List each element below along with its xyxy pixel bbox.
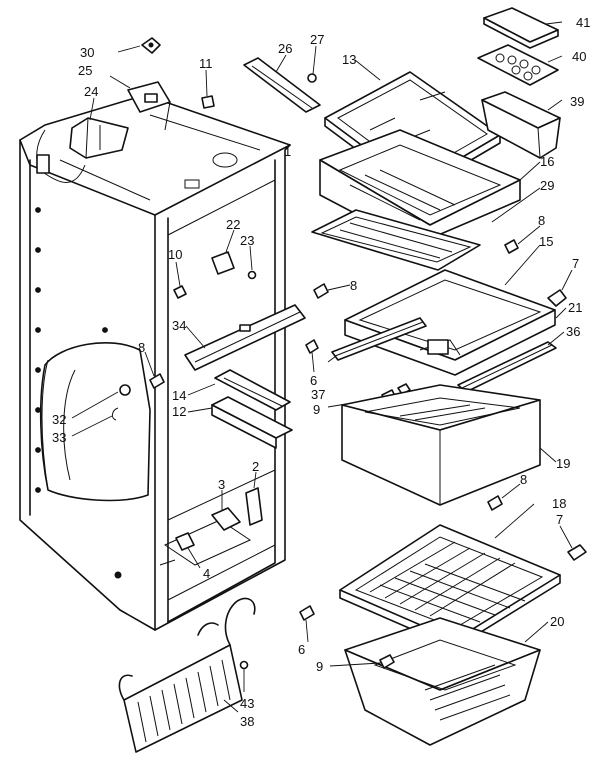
lbl-29: 29 [540, 178, 554, 193]
lbl-39: 39 [570, 94, 584, 109]
part-19-crisper [341, 384, 557, 506]
part-24-control-housing [69, 97, 129, 159]
lbl-21: 21 [568, 300, 582, 315]
lbl-8d: 8 [520, 472, 527, 487]
part-29-shelf [311, 187, 541, 271]
lbl-24: 24 [84, 84, 98, 99]
lbl-3: 3 [218, 477, 225, 492]
part-8-clip-left [144, 351, 165, 389]
lbl-6a: 6 [310, 373, 317, 388]
lbl-19: 19 [556, 456, 570, 471]
lbl-9a: 9 [313, 402, 320, 417]
lbl-43: 43 [240, 696, 254, 711]
lbl-7a: 7 [572, 256, 579, 271]
part-22-bracket [211, 229, 235, 275]
lbl-18: 18 [552, 496, 566, 511]
lbl-37: 37 [311, 387, 325, 402]
lbl-8c: 8 [138, 340, 145, 355]
part-14-bracket [187, 369, 291, 411]
part-38-heater [118, 597, 256, 753]
lbl-6b: 6 [298, 642, 305, 657]
part-25-bracket [109, 75, 171, 131]
part-8-clip-lower [487, 483, 521, 511]
part-30-clip [117, 37, 161, 54]
lbl-27: 27 [310, 32, 324, 47]
part-7-hinge-lower [559, 525, 587, 561]
part-37-rail [327, 317, 427, 363]
lbl-22: 22 [226, 217, 240, 232]
lbl-14: 14 [172, 388, 186, 403]
lbl-40: 40 [572, 49, 586, 64]
lbl-9b: 9 [316, 659, 323, 674]
lbl-32: 32 [52, 412, 66, 427]
liner-rivet-dots [35, 207, 122, 579]
lbl-20: 20 [550, 614, 564, 629]
part-32-33-thermostat [71, 384, 131, 437]
lbl-8b: 8 [350, 278, 357, 293]
part-4-block [175, 532, 201, 569]
part-6-clip-lower [299, 605, 315, 643]
part-21-pin [555, 307, 567, 319]
lbl-23: 23 [240, 233, 254, 248]
lbl-33: 33 [52, 430, 66, 445]
lbl-1: 1 [284, 144, 291, 159]
part-20-drawer [344, 617, 549, 746]
lbl-34: 34 [172, 318, 186, 333]
lbl-30: 30 [80, 45, 94, 60]
lbl-38: 38 [240, 714, 254, 729]
part-8-clip-mid [313, 283, 351, 299]
part-41-cover [483, 7, 563, 49]
part-26-rail [243, 54, 321, 113]
part-7-hinge-upper [547, 269, 573, 307]
part-12-bracket [187, 396, 293, 449]
lbl-7b: 7 [556, 512, 563, 527]
callout-labels: 1 2 3 4 6 6 7 7 8 8 8 8 9 9 10 11 12 13 … [52, 15, 590, 729]
lbl-2: 2 [252, 459, 259, 474]
lbl-26: 26 [278, 41, 292, 56]
part-10-screw [173, 261, 187, 299]
part-34-bar [184, 304, 306, 371]
part-8-clip-upper [504, 225, 541, 254]
part-39-bin [481, 91, 563, 159]
part-27-screw [307, 45, 317, 83]
lbl-8a: 8 [538, 213, 545, 228]
lbl-36: 36 [566, 324, 580, 339]
lbl-41: 41 [576, 15, 590, 30]
part-40-egg-tray [477, 44, 563, 86]
lbl-4: 4 [203, 566, 210, 581]
part-11-screw [201, 69, 215, 109]
lbl-12: 12 [172, 404, 186, 419]
part-43-screw [239, 660, 249, 692]
lbl-15: 15 [539, 234, 553, 249]
lbl-11: 11 [199, 56, 213, 71]
lbl-16: 16 [540, 154, 554, 169]
part-2-bracket [245, 471, 263, 526]
part-9-clip-lower [329, 654, 395, 669]
lbl-10: 10 [168, 247, 182, 262]
lbl-25: 25 [78, 63, 92, 78]
part-23-screw [247, 245, 257, 280]
part-3-bracket [211, 490, 241, 531]
part-6-clip-upper [305, 339, 319, 373]
lbl-13: 13 [342, 52, 356, 67]
cabinet-liner [19, 94, 291, 631]
